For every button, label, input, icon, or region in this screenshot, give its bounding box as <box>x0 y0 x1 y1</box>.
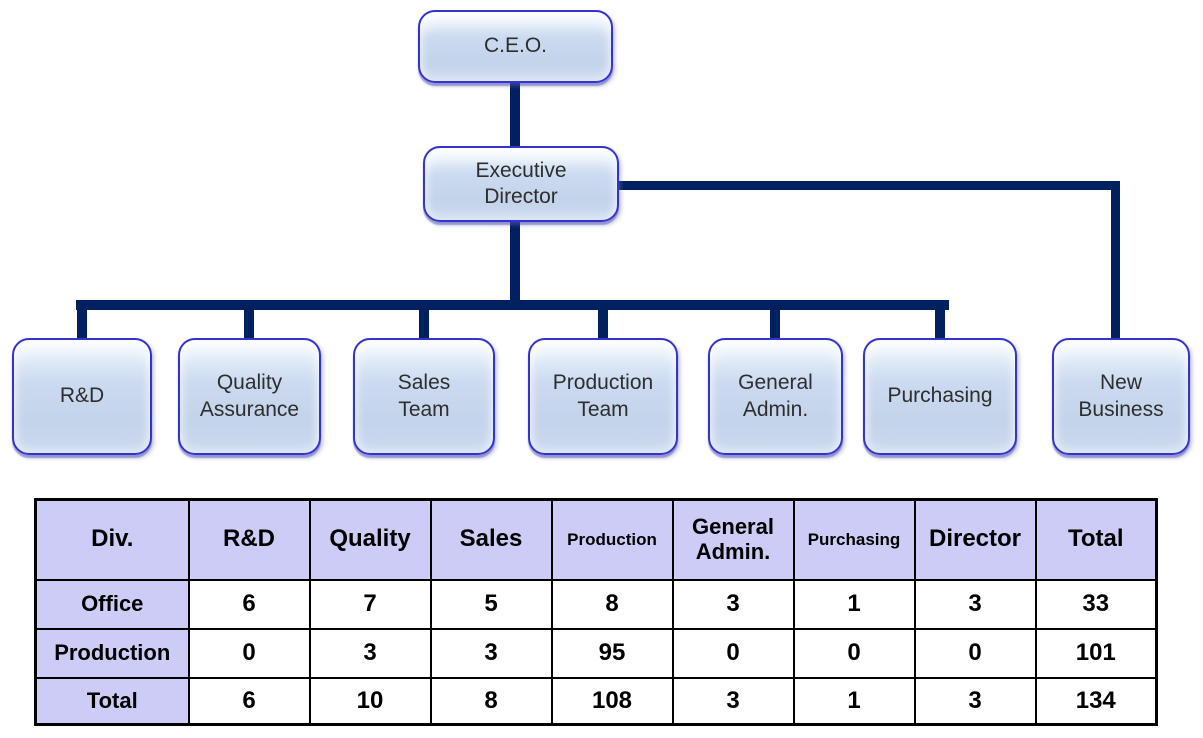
connector-exec-stem <box>510 220 520 306</box>
node-text: Assurance <box>199 397 300 421</box>
row-label-office: Office <box>34 578 190 630</box>
connector-drop-production <box>598 305 608 340</box>
cell-total-sales: 8 <box>429 676 553 726</box>
org-node-executive-director: Executive Director <box>423 146 619 222</box>
col-header-purchasing: Purchasing <box>792 498 916 581</box>
table-row-total: Total 6 10 8 108 3 1 3 134 <box>34 676 1158 726</box>
connector-exec-newbusiness-v <box>1111 181 1120 340</box>
node-text: General <box>738 371 813 395</box>
org-node-production-team: Production Team <box>528 338 678 455</box>
cell-office-rnd: 6 <box>187 578 311 630</box>
org-node-purchasing: Purchasing <box>863 338 1017 455</box>
connector-children-hbar <box>76 300 949 310</box>
node-text: Team <box>577 397 629 421</box>
node-text: R&D <box>59 384 105 408</box>
org-node-sales-team: Sales Team <box>353 338 495 455</box>
cell-total-production: 108 <box>550 676 674 726</box>
cell-total-quality: 10 <box>308 676 432 726</box>
connector-drop-rnd <box>77 305 87 340</box>
col-header-sales: Sales <box>429 498 553 581</box>
org-node-ceo: C.E.O. <box>418 10 613 83</box>
cell-production-total: 101 <box>1034 627 1158 679</box>
table-row-office: Office 6 7 5 8 3 1 3 33 <box>34 578 1158 630</box>
org-node-rnd-label: R&D <box>60 383 104 409</box>
node-text: Team <box>398 397 450 421</box>
cell-production-general: 0 <box>671 627 795 679</box>
node-text: New <box>1099 371 1142 395</box>
cell-production-sales: 3 <box>429 627 553 679</box>
org-node-executive-director-label: Executive Director <box>475 158 566 211</box>
node-text: Director <box>484 185 558 208</box>
node-text: Purchasing <box>887 384 993 408</box>
row-label-total: Total <box>34 676 190 726</box>
cell-production-purchasing: 0 <box>792 627 916 679</box>
cell-office-sales: 5 <box>429 578 553 630</box>
org-node-new-business: New Business <box>1052 338 1190 455</box>
connector-ceo-exec <box>510 81 520 148</box>
org-node-purchasing-label: Purchasing <box>887 383 992 409</box>
cell-office-purchasing: 1 <box>792 578 916 630</box>
col-header-rnd: R&D <box>187 498 311 581</box>
org-node-quality-assurance-label: Quality Assurance <box>200 370 299 423</box>
cell-production-production: 95 <box>550 627 674 679</box>
org-node-quality-assurance: Quality Assurance <box>178 338 321 455</box>
col-header-general-admin: General Admin. <box>671 498 795 581</box>
cell-office-total: 33 <box>1034 578 1158 630</box>
org-node-general-admin: General Admin. <box>708 338 843 455</box>
cell-office-quality: 7 <box>308 578 432 630</box>
col-header-div: Div. <box>34 498 190 581</box>
col-header-quality: Quality <box>308 498 432 581</box>
connector-exec-newbusiness-h <box>615 181 1120 190</box>
node-text: Quality <box>216 371 283 395</box>
connector-drop-quality <box>244 305 254 340</box>
cell-office-production: 8 <box>550 578 674 630</box>
node-text: C.E.O. <box>483 34 547 58</box>
table-row-production: Production 0 3 3 95 0 0 0 101 <box>34 627 1158 679</box>
org-node-new-business-label: New Business <box>1078 370 1163 423</box>
cell-total-total: 134 <box>1034 676 1158 726</box>
staff-table: Div. R&D Quality Sales Production Genera… <box>34 498 1158 726</box>
connector-drop-purchasing <box>935 305 945 340</box>
cell-total-director: 3 <box>913 676 1037 726</box>
org-node-production-team-label: Production Team <box>553 370 653 423</box>
col-header-production: Production <box>550 498 674 581</box>
cell-production-quality: 3 <box>308 627 432 679</box>
node-text: Admin. <box>742 397 809 421</box>
node-text: Sales <box>397 371 451 395</box>
cell-total-rnd: 6 <box>187 676 311 726</box>
table-header-row: Div. R&D Quality Sales Production Genera… <box>34 498 1158 581</box>
cell-office-general: 3 <box>671 578 795 630</box>
connector-drop-general <box>770 305 780 340</box>
org-node-ceo-label: C.E.O. <box>484 33 547 59</box>
cell-total-purchasing: 1 <box>792 676 916 726</box>
cell-production-director: 0 <box>913 627 1037 679</box>
connector-drop-sales <box>419 305 429 340</box>
cell-production-rnd: 0 <box>187 627 311 679</box>
row-label-production: Production <box>34 627 190 679</box>
org-node-sales-team-label: Sales Team <box>398 370 451 423</box>
col-header-total: Total <box>1034 498 1158 581</box>
col-header-director: Director <box>913 498 1037 581</box>
node-text: Executive <box>475 158 567 182</box>
org-node-rnd: R&D <box>12 338 152 455</box>
cell-total-general: 3 <box>671 676 795 726</box>
node-text: Business <box>1078 397 1164 421</box>
cell-office-director: 3 <box>913 578 1037 630</box>
org-node-general-admin-label: General Admin. <box>738 370 813 423</box>
node-text: Production <box>552 371 654 395</box>
